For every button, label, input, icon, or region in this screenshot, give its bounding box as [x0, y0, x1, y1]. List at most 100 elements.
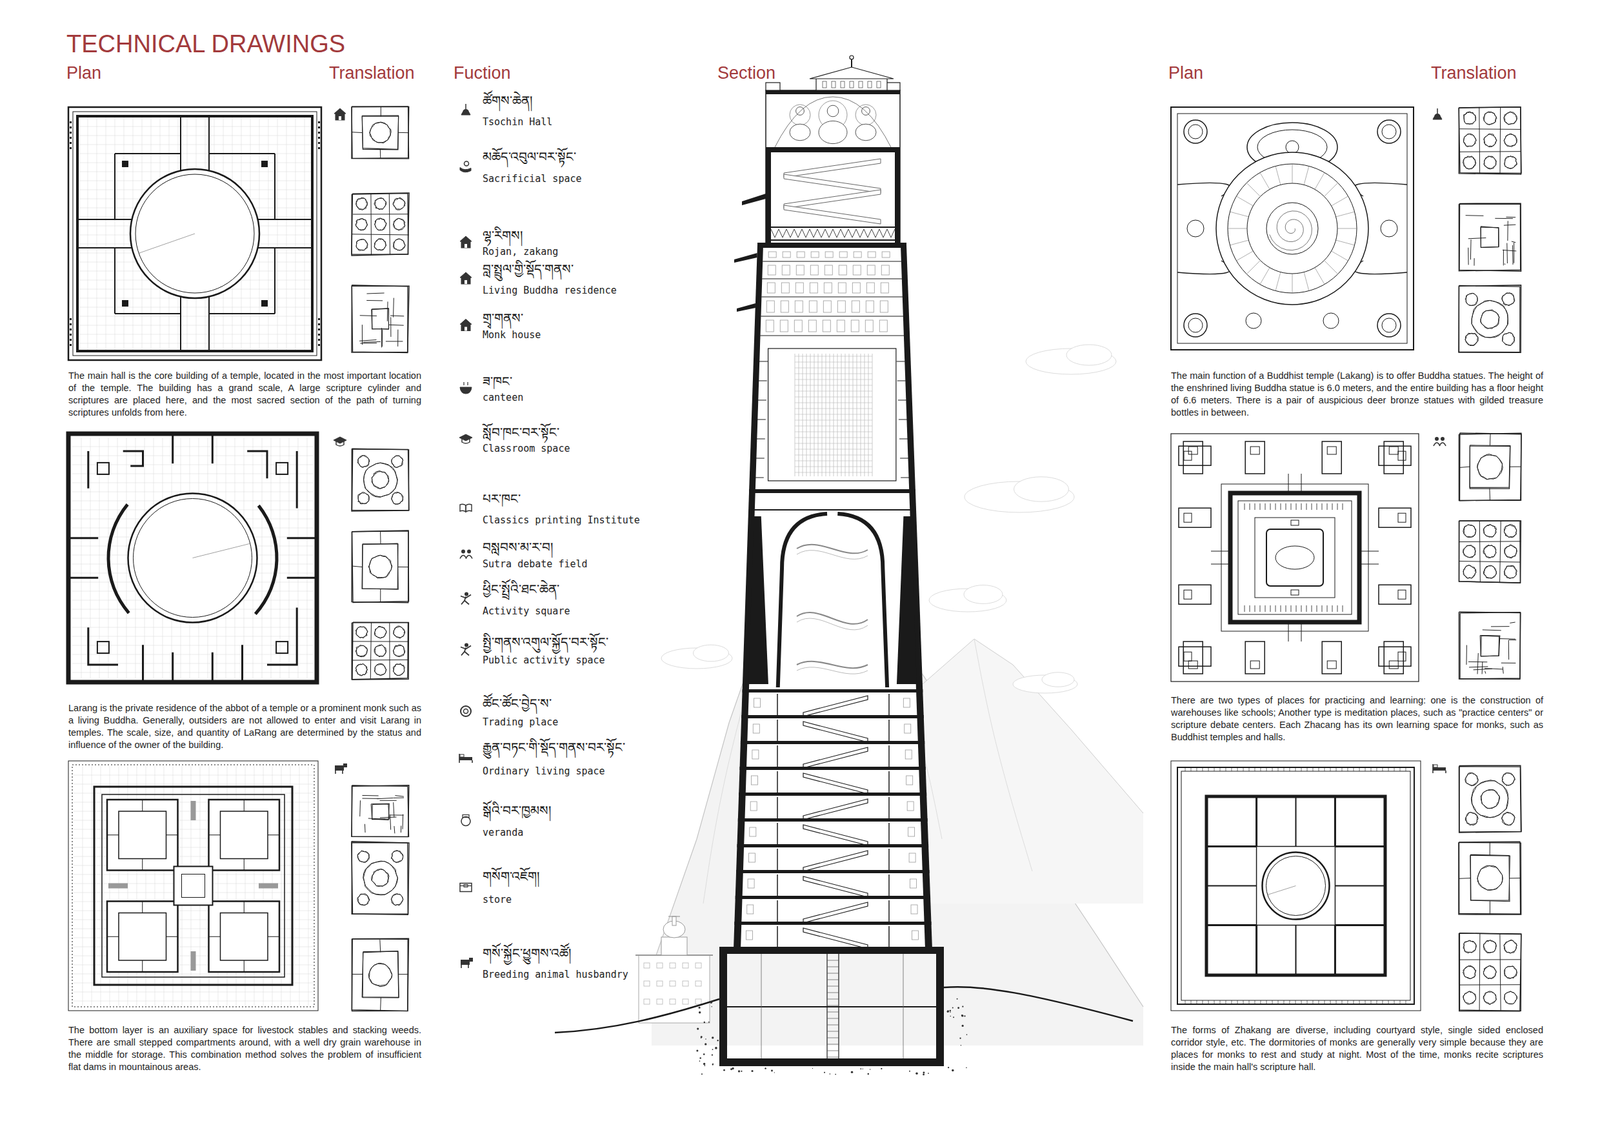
wall-line	[1324, 767, 1326, 771]
buddha-figure	[855, 123, 877, 141]
wall-rect	[1170, 760, 1421, 1011]
sketch-stroke	[1494, 218, 1513, 219]
wall-segment	[211, 652, 214, 682]
soil-dot	[711, 1036, 714, 1039]
wall-line	[281, 765, 282, 1006]
wall-line	[849, 353, 850, 477]
wall-line	[1249, 503, 1251, 510]
sketch-stroke	[374, 238, 386, 251]
sketch-stroke	[1477, 454, 1503, 480]
wall-rect	[118, 810, 167, 859]
label-slot: Sutra debate field	[482, 558, 588, 570]
function-icon	[334, 763, 348, 774]
circle-outline	[827, 105, 839, 117]
function-label: Sacrificial space	[482, 172, 582, 185]
sketch-stroke	[391, 850, 404, 862]
sketch-stroke	[368, 554, 393, 578]
wall-rect	[781, 282, 790, 293]
circle-outline	[461, 549, 466, 554]
wall-line	[1341, 767, 1343, 771]
wall-line	[141, 960, 143, 972]
icon-part	[462, 109, 470, 113]
sketch-stroke	[356, 626, 368, 639]
wall-line	[1388, 767, 1390, 771]
sketch-stroke	[380, 148, 382, 159]
sketch-stroke	[352, 449, 410, 511]
sketch-stroke	[392, 198, 405, 211]
sketch-stroke	[1509, 466, 1521, 468]
wall-line	[776, 796, 779, 819]
translation-sketch	[351, 448, 410, 511]
circle-outline	[855, 104, 877, 126]
soil-dot	[704, 1042, 707, 1045]
circle-outline	[789, 104, 811, 126]
wall-line	[888, 925, 890, 948]
soil-dot	[949, 1009, 951, 1011]
sketch-stroke	[1473, 258, 1475, 266]
wall-line	[87, 117, 89, 350]
wall-line	[864, 353, 866, 477]
function-icon	[459, 753, 473, 763]
soil-dot	[952, 1006, 954, 1008]
circle-outline	[460, 705, 471, 717]
circle-outline	[1188, 318, 1203, 333]
sketch-stroke	[391, 492, 404, 504]
wall-line	[1330, 1000, 1331, 1004]
wall-line	[757, 419, 766, 420]
wall-line	[1249, 605, 1251, 612]
sketch-stroke	[380, 589, 381, 602]
stair-flight	[803, 850, 868, 871]
curved-wall	[106, 503, 130, 614]
wall-line	[1330, 767, 1331, 771]
wall-line	[1280, 605, 1282, 612]
wall-rect	[865, 300, 874, 313]
wall-line	[888, 770, 890, 793]
wall-rect	[850, 320, 859, 332]
section-solid	[765, 147, 900, 153]
sketch-stroke	[1501, 662, 1517, 664]
sketch-stroke	[363, 341, 381, 343]
wall-rect	[77, 116, 313, 351]
wall-line	[1260, 172, 1270, 190]
wall-line	[1337, 503, 1339, 510]
wall-line	[460, 885, 472, 886]
wall-line	[1382, 1000, 1384, 1004]
wall-line	[1388, 1000, 1390, 1004]
wall-line	[1342, 503, 1344, 510]
wall-rect	[318, 147, 320, 150]
wall-line	[180, 116, 182, 171]
function-icon	[460, 319, 472, 331]
wall-rect	[643, 962, 650, 968]
wall-rect	[258, 883, 279, 889]
sketch-stroke	[358, 455, 370, 468]
wall-line	[243, 901, 245, 913]
sketch-stroke	[1483, 565, 1497, 579]
sketch-stroke	[352, 213, 409, 215]
wall-line	[1292, 163, 1293, 184]
function-label-tibetan: སྒོའི་བར་ཁྱམས།	[482, 802, 551, 819]
sketch-stroke	[1458, 841, 1520, 914]
label-slot: སློབ་ཁང་བར་སྟོང་	[482, 424, 560, 440]
wall-line	[1265, 605, 1266, 612]
buddha-figure	[818, 120, 848, 144]
sketch-stroke	[1463, 133, 1477, 146]
sketch-stroke	[1502, 666, 1504, 674]
wall-line	[794, 356, 873, 357]
wall-line	[1246, 260, 1260, 274]
wall-segment	[88, 627, 119, 665]
soil-dot	[700, 1035, 703, 1038]
sketch-stroke	[1465, 812, 1479, 825]
sketch-stroke	[372, 470, 390, 489]
plan-lakang	[1170, 107, 1414, 350]
label-slot: ཚོང་ཚོང་བྱེད་ས་	[482, 695, 552, 711]
wall-line	[1359, 1000, 1360, 1004]
circle-outline	[464, 643, 469, 648]
sketch-stroke	[1463, 156, 1477, 170]
function-label: Tsochin Hall	[482, 116, 553, 128]
wall-line	[810, 353, 811, 477]
soil-dot	[829, 1072, 831, 1075]
sketch-stroke	[351, 530, 409, 603]
wall-rect	[209, 799, 280, 871]
icon-part	[1439, 442, 1446, 446]
label-slot: Section	[717, 62, 776, 84]
